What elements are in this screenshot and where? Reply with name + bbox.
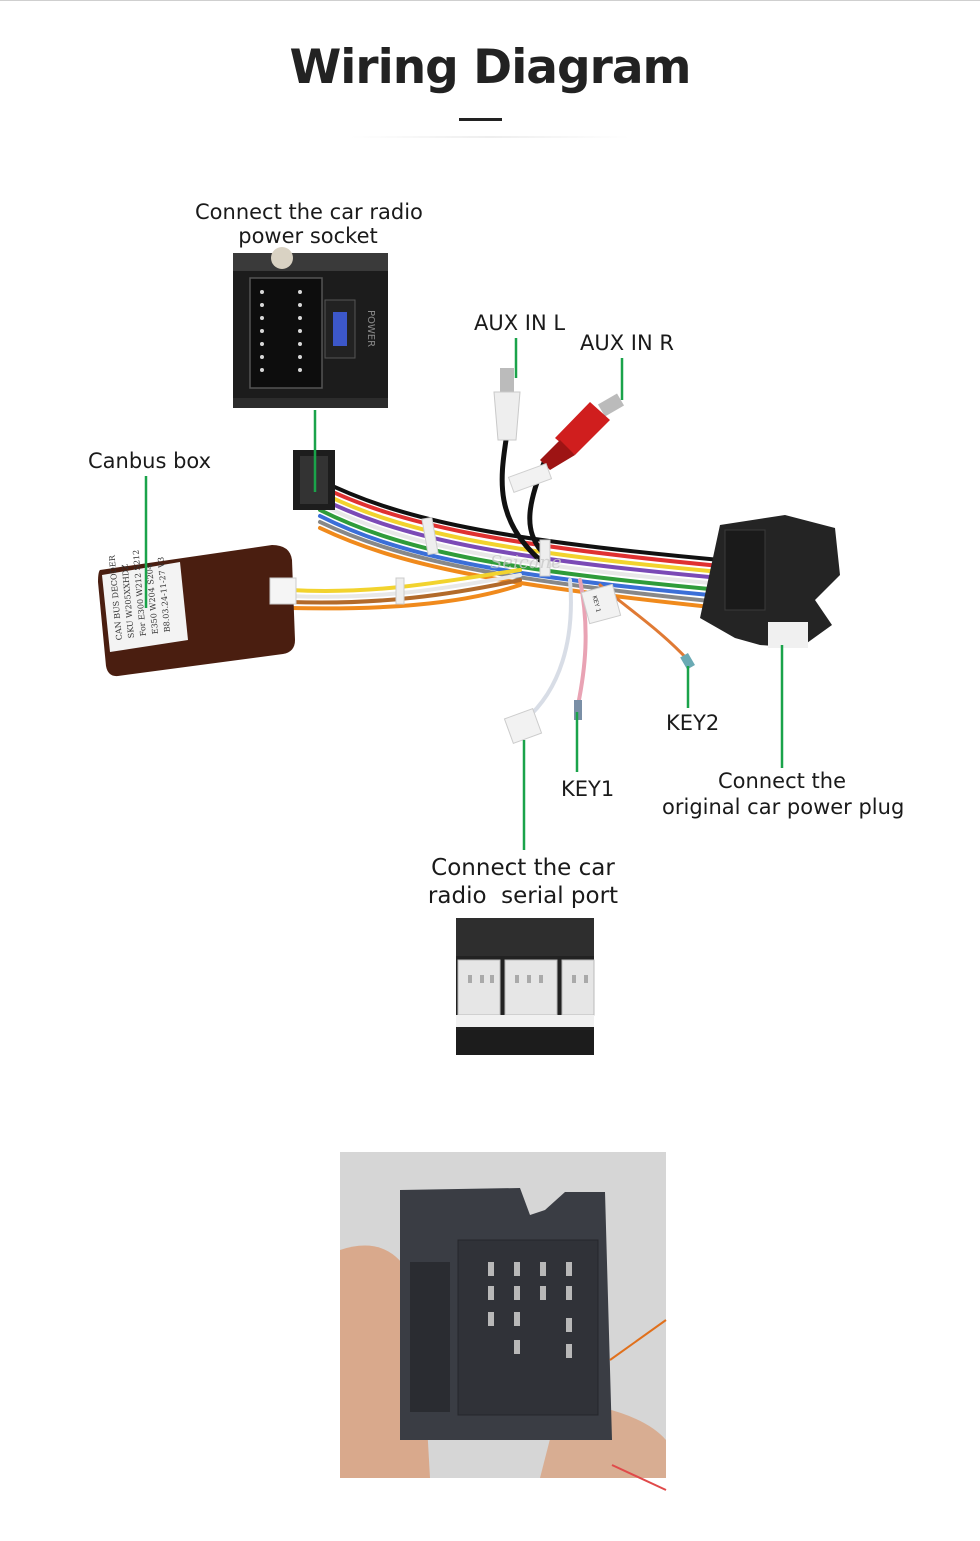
- label-radio-serial-port-line1: Connect the car: [431, 855, 615, 881]
- label-key2: KEY2: [666, 711, 720, 735]
- serial-port-photo: [456, 918, 595, 1055]
- radio-power-socket-photo: POWER: [233, 247, 388, 408]
- label-aux-in-l: AUX IN L: [474, 311, 566, 335]
- serial-plug-end: [503, 708, 543, 744]
- watermark: Seicane: [490, 552, 562, 573]
- socket-print: POWER: [365, 310, 376, 347]
- car-power-plug-connector: [700, 515, 840, 648]
- label-canbus-box: Canbus box: [88, 449, 212, 473]
- title-underline: [459, 118, 502, 121]
- plug-print: KEY 1: [591, 595, 602, 614]
- label-car-power-plug-line2: original car power plug: [662, 795, 905, 819]
- top-divider: [0, 0, 980, 1]
- wire-harness: [288, 437, 722, 722]
- label-radio-power-socket-line2: power socket: [238, 224, 378, 248]
- power-plug-closeup-photo: [340, 1152, 667, 1491]
- label-radio-power-socket: Connect the car radio power socket: [195, 200, 423, 248]
- canbus-box: CAN BUS DECODER SKU W205XXHDZ For E300 W…: [98, 545, 297, 677]
- label-aux-in-r: AUX IN R: [580, 331, 674, 355]
- label-radio-serial-port: Connect the car radio serial port: [420, 854, 626, 910]
- label-key1: KEY1: [561, 777, 615, 801]
- page-title: Wiring Diagram: [289, 40, 691, 95]
- label-car-power-plug-line1: Connect the: [718, 769, 846, 793]
- label-car-power-plug: Connect the original car power plug: [662, 768, 905, 820]
- aux-in-l-plug: [493, 368, 521, 441]
- key2-wire-tip: [680, 652, 695, 670]
- label-radio-serial-port-line2: radio serial port: [427, 883, 619, 909]
- callout-lines: [144, 338, 784, 850]
- key1-wire-tip: [574, 700, 582, 720]
- title-shadow: [350, 136, 630, 138]
- label-radio-power-socket-line1: Connect the car radio: [195, 200, 423, 224]
- aux-in-r-plug: [540, 393, 625, 470]
